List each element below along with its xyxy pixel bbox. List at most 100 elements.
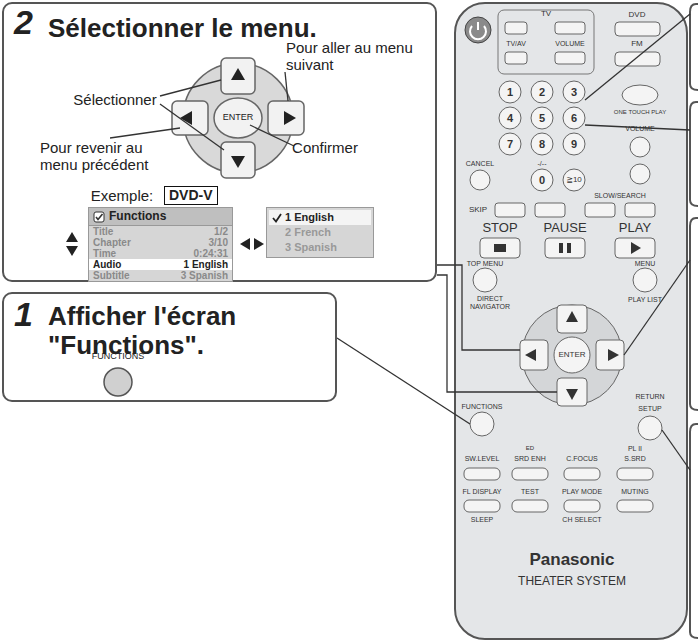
menu-value: 3 Spanish (181, 270, 228, 281)
button-label: FL DISPLAY (463, 488, 502, 496)
button-label: 2 (539, 86, 545, 98)
menu-item: Chapter (93, 237, 131, 248)
callout-label: Exemple: (91, 188, 154, 205)
callout-label: Sélectionner (73, 92, 156, 109)
button-label: ENTER (558, 351, 585, 360)
menu-row: Time 0:24:31 (89, 248, 232, 259)
option-text: 3 Spanish (285, 241, 337, 253)
menu-item: Time (93, 248, 116, 259)
button-label: DVD (629, 11, 646, 20)
cut-boxes (690, 4, 698, 638)
button-label: 7 (507, 138, 513, 150)
check-mark (272, 213, 282, 223)
arrow-glyphs (180, 68, 296, 168)
button-label: RETURN (635, 393, 664, 401)
menu-row: Subtitle 3 Spanish (89, 270, 232, 281)
arrow-pad (172, 58, 304, 178)
option-popup: 1 English 2 French 3 Spanish (266, 207, 374, 258)
button-label: 8 (539, 138, 545, 150)
button-label: PLAY LIST (628, 296, 662, 304)
button-label: ED (526, 445, 534, 452)
remote-control: PanasonicTHEATER SYSTEM (455, 3, 687, 639)
callout-label: FUNCTIONS (92, 352, 145, 362)
option-text: 2 French (285, 226, 331, 238)
button-label: 0 (539, 174, 545, 186)
button-label: CANCEL (466, 160, 494, 168)
leader-line (337, 338, 470, 424)
badge: DVD-V (164, 186, 218, 205)
callout-label: ENTER (223, 113, 254, 123)
button-label: 6 (571, 112, 577, 124)
option-row: 1 English (269, 210, 371, 225)
button-label: PAUSE (543, 221, 586, 235)
button-label: PL II (628, 445, 642, 453)
callout-label: Pour aller au menu suivant (286, 40, 416, 73)
node-text: Panasonic (529, 551, 614, 570)
menu-title: Functions (109, 210, 166, 223)
step-number: 1 (14, 296, 33, 333)
menu-icon (93, 211, 105, 223)
option-row: 2 French (269, 225, 371, 240)
leader-lines (110, 72, 294, 150)
option-text: 1 English (285, 211, 334, 223)
menu-row: Title 1/2 (89, 226, 232, 237)
leader-line (437, 275, 557, 392)
remote-body (455, 3, 687, 639)
node-text: Sélectionner le menu. (48, 14, 317, 43)
button-label: S.SRD (624, 455, 645, 463)
button-label: -/-- (538, 160, 547, 168)
button-label: STOP (482, 221, 517, 235)
step-box: 1 Afficher l'écran "Functions". (2, 292, 337, 402)
button-label: 4 (507, 112, 513, 124)
button-label: VOLUME (555, 40, 585, 48)
button-label: TV (541, 10, 551, 19)
button-label: 3 (571, 86, 577, 98)
button-label: FUNCTIONS (462, 403, 503, 411)
node-text: THEATER SYSTEM (518, 575, 626, 588)
leader-line (437, 265, 520, 350)
menu-item: Subtitle (93, 270, 130, 281)
button-label: SRD ENH (514, 455, 546, 463)
option-row: 3 Spanish (269, 240, 371, 255)
node-text: Afficher l'écran "Functions". (48, 302, 318, 359)
button-label: SLEEP (471, 516, 494, 524)
button-label: CH SELECT (562, 516, 601, 524)
button-label: ONE TOUCH PLAY (614, 109, 666, 116)
button-label: TOP MENU (467, 260, 504, 268)
button-label: SLOW/SEARCH (594, 192, 646, 200)
check-mark (272, 228, 282, 238)
remote-leaders (585, 14, 690, 470)
menu-header: Functions (89, 208, 232, 226)
button-label: PLAY (619, 221, 651, 235)
functions-button (104, 368, 132, 396)
button-label: MUTING (621, 488, 649, 496)
button-label: C.FOCUS (566, 455, 598, 463)
menu-row: Audio 1 English (89, 259, 232, 270)
button-label: 9 (571, 138, 577, 150)
button-label: TV/AV (506, 40, 526, 48)
menu-value: 0:24:31 (194, 248, 228, 259)
button-label: PLAY MODE (562, 488, 602, 496)
button-label: 5 (539, 112, 545, 124)
menu-value: 1/2 (214, 226, 228, 237)
button-label: TEST (521, 488, 539, 496)
callout-label: Pour revenir au menu précédent (40, 140, 170, 173)
menu-value: 3/10 (209, 237, 228, 248)
button-label: MENU (635, 260, 656, 268)
menu-item: Title (93, 226, 113, 237)
node-text: DVD-V (169, 188, 213, 203)
menu-row: Chapter 3/10 (89, 237, 232, 248)
menu-value: 1 English (184, 259, 228, 270)
button-label: 1 (507, 86, 513, 98)
step-number: 2 (14, 4, 33, 41)
button-label: SKIP (469, 206, 487, 215)
menu-panel: FunctionsTitle1/2Chapter3/10Time0:24:31A… (88, 207, 233, 282)
callout-label: Confirmer (292, 140, 358, 157)
button-label: VOLUME (625, 125, 655, 133)
button-label: SETUP (638, 405, 661, 413)
button-label: ≧10 (566, 176, 582, 185)
button-label: DIRECT NAVIGATOR (468, 295, 512, 310)
button-label: FM (631, 40, 643, 49)
check-mark (272, 243, 282, 253)
menu-item: Audio (93, 259, 121, 270)
